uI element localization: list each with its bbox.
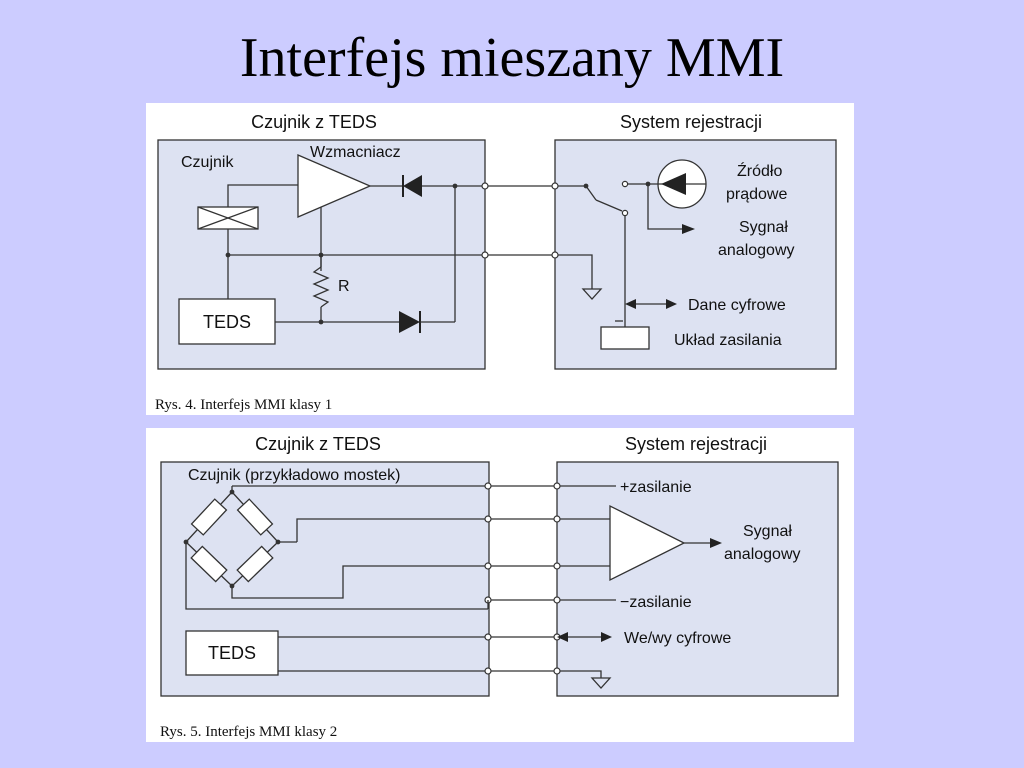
- bridge-node-bottom: [229, 583, 235, 589]
- bridge-resistor-2: [236, 498, 274, 536]
- junction-ground-sensor: [225, 252, 231, 258]
- wire-sensor-amp: [227, 184, 298, 207]
- resistor-R: [312, 266, 330, 308]
- digital-io-arrow-right: [601, 632, 612, 642]
- sensor-cross-2: [197, 206, 259, 230]
- switch-blade: [595, 199, 623, 212]
- analog-signal-label-1: Sygnał: [739, 219, 788, 236]
- analog-arrow-head: [682, 224, 695, 234]
- power-supply-label: Układ zasilania: [674, 332, 782, 349]
- minus-supply-label: −zasilanie: [620, 594, 692, 611]
- diagram-class-1: Czujnik z TEDS System rejestracji Czujni…: [155, 112, 837, 413]
- bridge-resistor-1: [190, 498, 228, 536]
- wire-ground-symbol: [558, 254, 593, 289]
- digital-data-label: Dane cyfrowe: [688, 297, 786, 314]
- terminal-left-ground: [481, 251, 489, 259]
- terminal-right-signal: [551, 182, 559, 190]
- digital-io-label: We/wy cyfrowe: [624, 630, 731, 647]
- sensor-teds-header: Czujnik z TEDS: [255, 434, 381, 454]
- figure-1-caption: Rys. 4. Interfejs MMI klasy 1: [155, 397, 332, 413]
- current-source-label-2: prądowe: [726, 186, 787, 203]
- bridge-node-right: [275, 539, 281, 545]
- ground-symbol: [581, 288, 603, 300]
- figure-2-caption: Rys. 5. Interfejs MMI klasy 2: [160, 724, 337, 740]
- plus-supply-label: +zasilanie: [620, 479, 692, 496]
- cable-bundle: [484, 482, 561, 675]
- diode-2: [399, 311, 420, 333]
- digital-arrow-right: [666, 299, 677, 309]
- rail-minus-supply: [185, 542, 488, 610]
- terminal-right-ground: [551, 251, 559, 259]
- current-source-arrow: [661, 173, 686, 195]
- analog-arrow-head: [710, 538, 722, 548]
- slide-title: Interfejs mieszany MMI: [239, 27, 785, 89]
- junction-switch: [583, 183, 589, 189]
- amplifier-symbol: [297, 154, 372, 218]
- bridge-sensor-label: Czujnik (przykładowo mostek): [188, 467, 401, 484]
- figure-mmi-class-2: Czujnik z TEDS System rejestracji Czujni…: [146, 428, 854, 742]
- bridge-node-top: [229, 489, 235, 495]
- diagram-class-2: Czujnik z TEDS System rejestracji Czujni…: [160, 434, 839, 740]
- analog-signal-label-1: Sygnał: [743, 523, 792, 540]
- analog-signal-label-2: analogowy: [718, 242, 795, 259]
- ground-symbol: [590, 677, 612, 689]
- bridge-resistor-4: [236, 545, 274, 583]
- sensor-label: Czujnik: [181, 154, 234, 171]
- teds-block: [185, 630, 279, 676]
- bridge-node-left: [183, 539, 189, 545]
- digital-io-arrow-left: [557, 632, 568, 642]
- switch-contact-source: [621, 180, 629, 188]
- teds-block: [178, 298, 276, 345]
- bridge-resistor-3: [190, 545, 228, 583]
- power-supply-block: [600, 326, 650, 350]
- switch-contact-digital: [621, 209, 629, 217]
- recording-system-block: [556, 461, 839, 697]
- teds-label: TEDS: [208, 643, 256, 663]
- amplifier-label: Wzmacniacz: [310, 144, 401, 161]
- recording-system-header: System rejestracji: [625, 434, 767, 454]
- figure-mmi-class-1: Czujnik z TEDS System rejestracji Czujni…: [146, 103, 854, 415]
- diode-1: [403, 175, 422, 197]
- teds-label: TEDS: [203, 312, 251, 332]
- differential-amplifier: [609, 504, 686, 582]
- rail-bridge-out-2: [231, 565, 488, 599]
- terminal-left-signal: [481, 182, 489, 190]
- digital-arrow-left: [625, 299, 636, 309]
- recording-system-header: System rejestracji: [620, 112, 762, 132]
- wire-analog-output: [647, 184, 682, 230]
- current-source-label-1: Źródło: [737, 161, 782, 180]
- rail-bridge-out-1: [296, 518, 488, 542]
- analog-signal-label-2: analogowy: [724, 546, 801, 563]
- sensor-teds-header: Czujnik z TEDS: [251, 112, 377, 132]
- wire-ground: [560, 670, 602, 678]
- resistor-label: R: [338, 278, 350, 295]
